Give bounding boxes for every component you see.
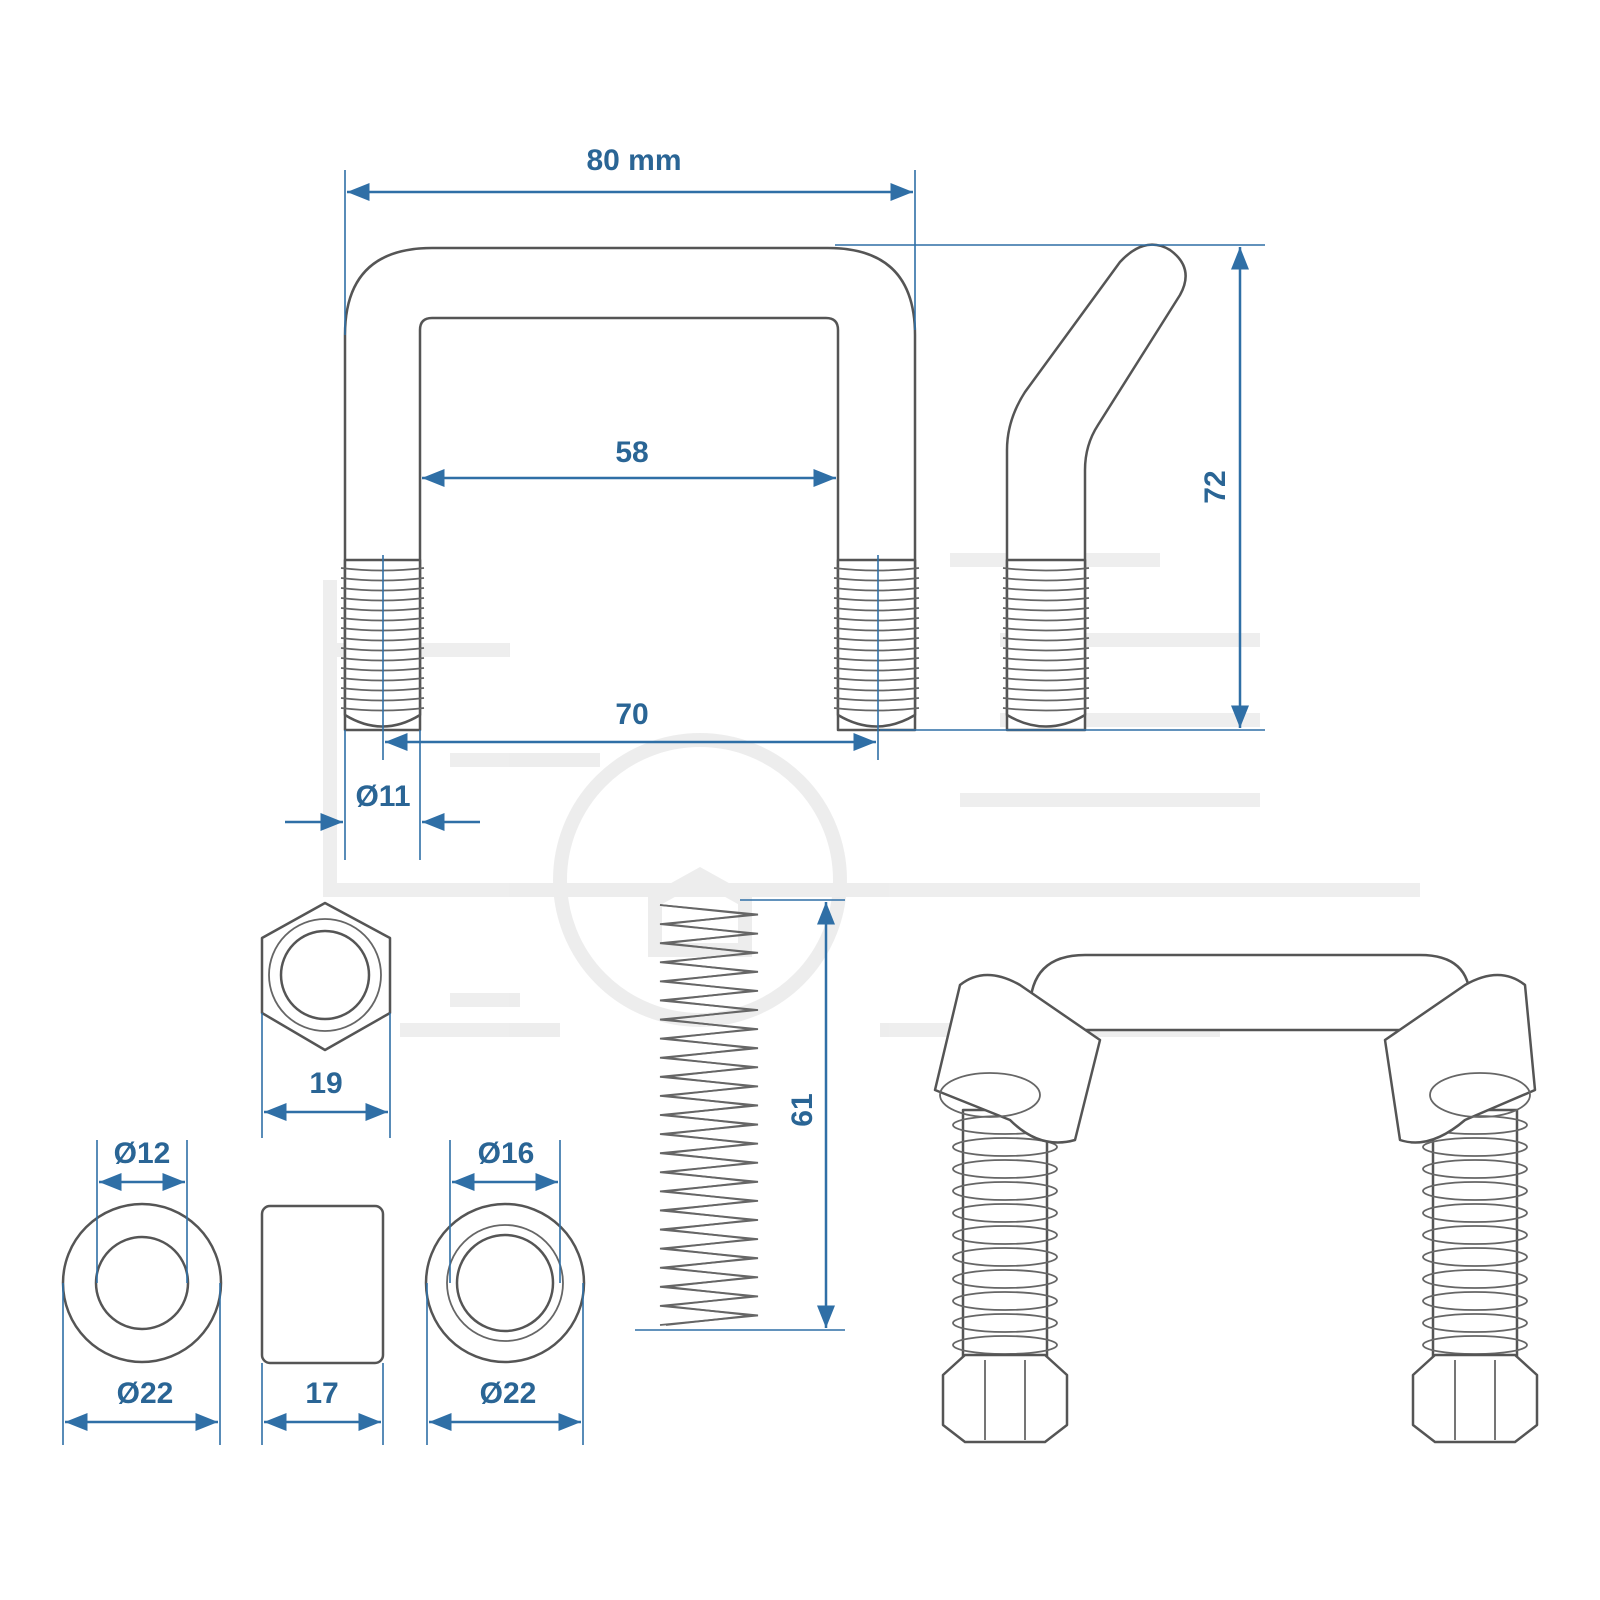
label-bushing-length: 17: [305, 1377, 338, 1410]
bushing: 17: [260, 1204, 385, 1445]
label-washer-outer-left: Ø22: [117, 1377, 174, 1410]
label-height: 72: [1199, 470, 1232, 503]
spring-wire: [659, 904, 759, 1326]
u-bolt-side-view: [1002, 243, 1187, 732]
thread-ridge: [833, 587, 920, 592]
nut-face: [984, 1360, 1026, 1440]
spring-coil: [952, 1225, 1058, 1245]
dimension-58: 58: [422, 436, 836, 487]
spring-wire-inner: [659, 904, 753, 1326]
thread-ridge: [1002, 597, 1090, 602]
thread-ridge: [833, 597, 920, 602]
thread-ridge: [1002, 567, 1090, 572]
washer-right: Ø16 Ø22: [424, 1137, 586, 1445]
spring-coil: [1422, 1269, 1528, 1289]
washer-left: Ø12 Ø22: [61, 1137, 223, 1445]
nut: [1411, 1353, 1539, 1444]
thread-body: [836, 558, 917, 728]
thread-ridge: [1002, 607, 1090, 612]
spring-coil: [1422, 1225, 1528, 1245]
spring-coil: [1422, 1181, 1528, 1201]
thread-ridge: [1002, 587, 1090, 592]
label-washer-inner-left: Ø12: [114, 1137, 171, 1170]
label-leg-spacing: 70: [615, 698, 648, 731]
bolt-shaft: [961, 1108, 1049, 1372]
spring-coil: [1422, 1137, 1528, 1157]
spring-coil: [952, 1291, 1058, 1311]
thread-ridge: [833, 647, 920, 652]
thread-ridge: [1002, 657, 1090, 662]
spring-coil: [952, 1269, 1058, 1289]
label-nut-size: 19: [309, 1067, 342, 1100]
spring-coil: [1422, 1313, 1528, 1333]
thread-ridge: [833, 707, 920, 712]
thread-ridge: [1002, 707, 1090, 712]
label-spring-length: 61: [786, 1093, 819, 1126]
thread-ridge: [833, 667, 920, 672]
thread-ridge: [1002, 637, 1090, 642]
label-washer-outer-right: Ø22: [480, 1377, 537, 1410]
spring-coil: [952, 1159, 1058, 1179]
thread-ridge: [833, 657, 920, 662]
spring-coil: [952, 1137, 1058, 1157]
dimension-70: 70: [382, 555, 879, 760]
spring-coil: [952, 1313, 1058, 1333]
dimension-rod-diameter: Ø11: [285, 730, 480, 860]
spring-coil: [952, 1247, 1058, 1267]
label-inner-width: 58: [615, 436, 648, 469]
thread-ridge: [1002, 677, 1090, 682]
thread-ridge: [833, 577, 920, 582]
spring-coil: [1422, 1247, 1528, 1267]
thread-ridge: [1002, 617, 1090, 622]
thread-ridge: [833, 697, 920, 702]
assembly-leg-right: [1411, 1108, 1539, 1444]
thread-ridge: [1002, 697, 1090, 702]
spring-coil: [1422, 1291, 1528, 1311]
label-washer-inner-right: Ø16: [478, 1137, 535, 1170]
thread-ridge: [1002, 627, 1090, 632]
thread-ridge: [833, 637, 920, 642]
thread-ridge: [1002, 577, 1090, 582]
thread-ridge: [1002, 647, 1090, 652]
thread-ridge: [833, 627, 920, 632]
label-overall-width: 80 mm: [586, 144, 681, 177]
nut-face: [1454, 1360, 1496, 1440]
hex-nut: 19: [260, 901, 392, 1138]
thread-ridge: [833, 687, 920, 692]
thread-ridge: [833, 607, 920, 612]
thread-ridge: [1002, 687, 1090, 692]
spring-coil: [1422, 1159, 1528, 1179]
thread-ridge: [833, 677, 920, 682]
spring: 61: [635, 899, 845, 1331]
nut: [941, 1353, 1069, 1444]
spring-coil: [952, 1203, 1058, 1223]
thread-body: [1005, 558, 1087, 728]
spring-coils: [659, 904, 759, 1326]
bolt-shaft: [1431, 1108, 1519, 1372]
thread-ridge: [833, 617, 920, 622]
spring-coil: [1422, 1203, 1528, 1223]
assembly-view: [933, 953, 1539, 1444]
assembly-leg-left: [941, 1108, 1069, 1444]
spring-coil: [952, 1181, 1058, 1201]
dimension-72: 72: [835, 244, 1265, 731]
label-rod-diameter: Ø11: [355, 780, 410, 813]
dimension-80mm: 80 mm: [344, 144, 916, 335]
thread-ridge: [1002, 667, 1090, 672]
thread-right: [833, 558, 920, 728]
thread-side: [1002, 558, 1090, 728]
thread-ridge: [833, 567, 920, 572]
u-bolt-front-view: [340, 246, 920, 732]
